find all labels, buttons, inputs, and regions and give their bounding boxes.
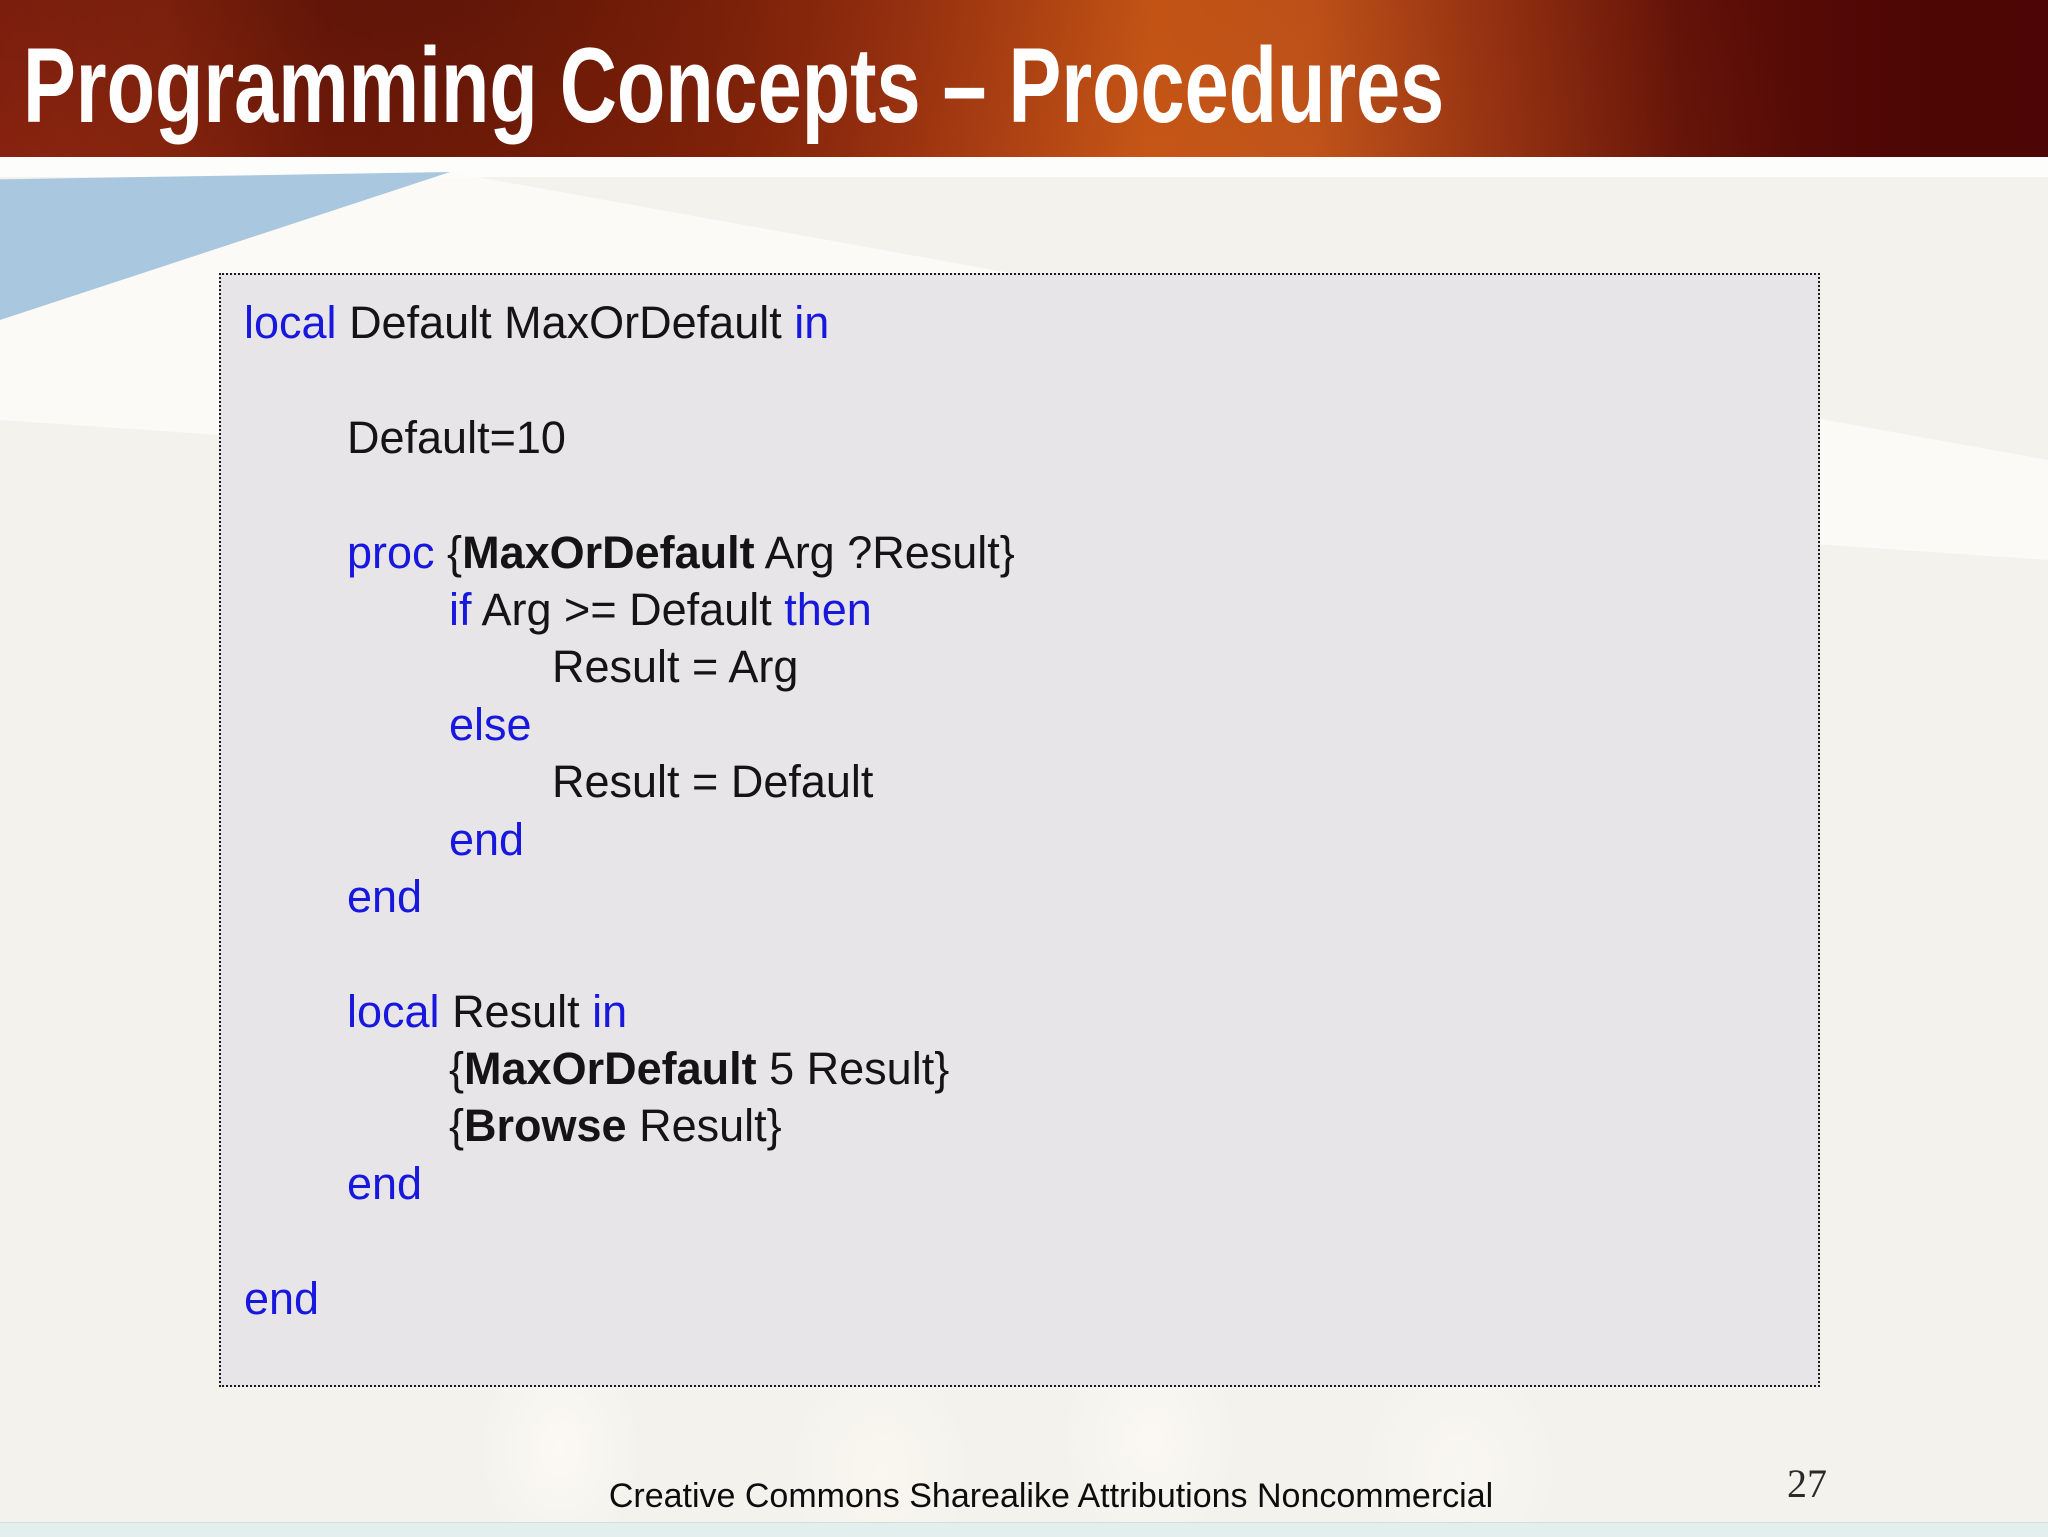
code-line: Result = Default [244,753,1808,810]
code-segment: 5 Result} [756,1043,950,1095]
code-line: end [244,868,1808,925]
code-line: end [244,1155,1808,1212]
code-segment: if [449,583,482,635]
code-segment: then [784,583,872,635]
title-banner: Programming Concepts – Procedures [0,0,2048,157]
banner-divider [0,157,2048,177]
code-line [244,925,1808,982]
code-segment: end [244,1272,320,1324]
slide-title: Programming Concepts – Procedures [23,25,1445,145]
code-segment: Result = Arg [552,641,799,693]
code-segment: Result [452,985,593,1037]
bottom-bar [0,1522,2048,1537]
code-segment: local [347,985,453,1037]
code-segment: Arg ?Result} [754,526,1015,578]
code-segment: MaxOrDefault [464,1043,757,1095]
code-segment: local [244,297,350,348]
code-segment: end [347,1157,423,1209]
code-line: else [244,696,1808,753]
code-segment: in [592,985,628,1037]
code-segment: Default=10 [347,411,566,463]
code-segment: in [794,297,830,348]
code-line: Default=10 [244,409,1808,466]
code-line: proc {MaxOrDefault Arg ?Result} [244,524,1808,581]
code-segment: { [449,1043,465,1095]
code-line: Result = Arg [244,638,1808,695]
code-segment: MaxOrDefault [462,526,755,578]
code-line: end [244,1270,1808,1327]
code-segment: { [449,1100,465,1152]
code-line [244,466,1808,523]
code-line: {MaxOrDefault 5 Result} [244,1040,1808,1097]
code-segment: Result = Default [552,756,874,808]
code-line: local Result in [244,983,1808,1040]
code-line [244,1212,1808,1269]
code-segment: Default MaxOrDefault [349,297,795,348]
code-line: local Default MaxOrDefault in [244,294,1808,351]
code-line: end [244,811,1808,868]
code-segment: { [447,526,463,578]
code-segment: Arg >= Default [481,583,785,635]
code-segment: proc [347,526,448,578]
code-segment: end [347,870,423,922]
code-segment: Browse [464,1100,627,1152]
code-segment: end [449,813,525,865]
code-line: if Arg >= Default then [244,581,1808,638]
page-number: 27 [1787,1461,1827,1506]
code-line [244,351,1808,408]
code-segment: else [449,698,532,750]
code-line: {Browse Result} [244,1097,1808,1154]
code-segment: Result} [626,1100,782,1152]
footer-credit: Creative Commons Sharealike Attributions… [608,1477,1494,1515]
